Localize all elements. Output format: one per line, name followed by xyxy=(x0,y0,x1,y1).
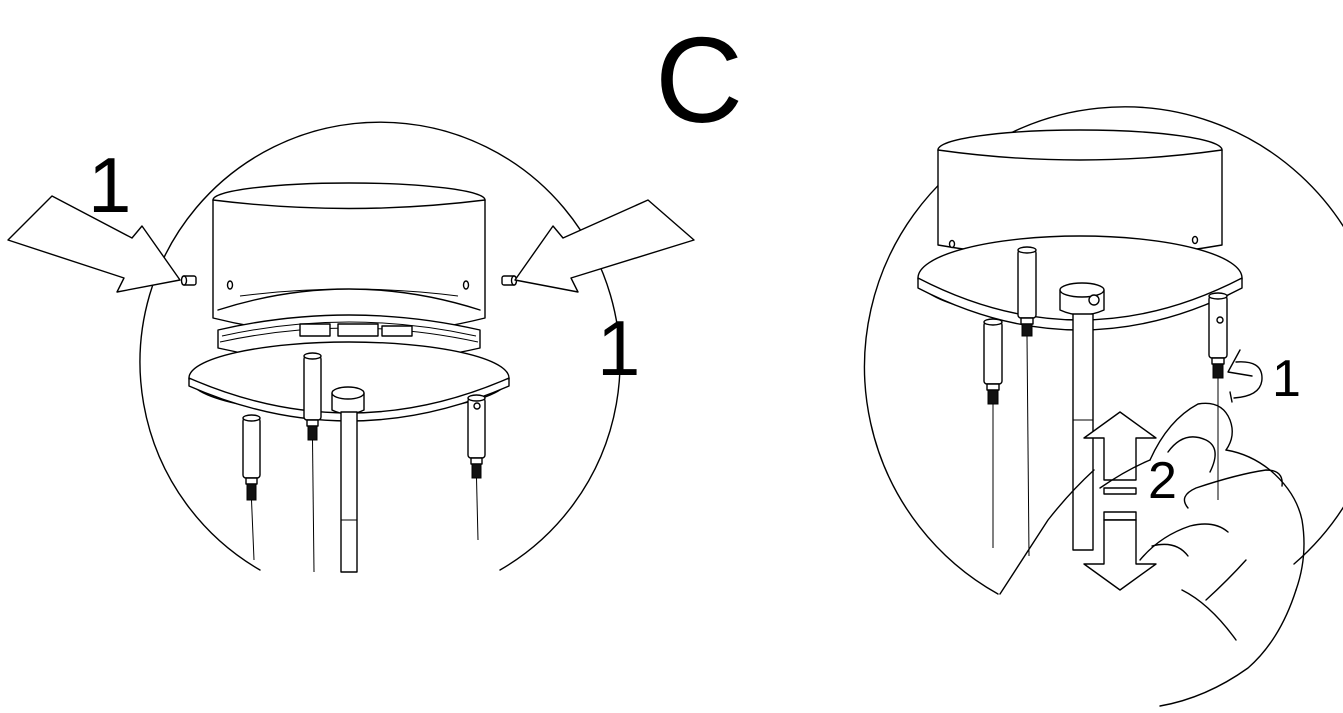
canopy-cover xyxy=(212,182,486,336)
side-screw-left xyxy=(180,275,197,286)
canopy-cover-assembled xyxy=(937,129,1223,259)
right-detail-circle xyxy=(863,106,1343,595)
arrow-left-label: 1 xyxy=(88,141,131,229)
rotate-step-label: 1 xyxy=(1272,350,1301,408)
cable-gripper-r-center xyxy=(1017,246,1037,557)
rotate-arrow-icon xyxy=(1227,349,1263,403)
step-letter: C xyxy=(655,12,743,148)
cable-gripper-center xyxy=(303,352,322,573)
hand-illustration xyxy=(999,402,1305,707)
adjust-step-label: 2 xyxy=(1148,452,1177,510)
canopy-base-plate xyxy=(188,341,510,422)
left-detail-panel: 1 1 xyxy=(7,121,695,573)
right-detail-panel: 1 2 xyxy=(863,106,1343,707)
arrow-left-icon xyxy=(7,195,181,293)
left-detail-circle xyxy=(139,121,621,571)
cable-gripper-r-left xyxy=(983,318,1003,548)
cable-gripper-left xyxy=(242,414,261,561)
adjust-up-down-arrow-icon xyxy=(1083,411,1157,591)
cable-gripper-right xyxy=(467,394,486,541)
arrow-right-label: 1 xyxy=(597,304,640,392)
side-screw-right xyxy=(501,275,518,286)
central-cable-gland xyxy=(331,386,365,573)
canopy-base-plate-assembled xyxy=(917,235,1243,331)
cable-gripper-r-right xyxy=(1208,292,1228,500)
arrow-right-icon xyxy=(514,199,695,293)
